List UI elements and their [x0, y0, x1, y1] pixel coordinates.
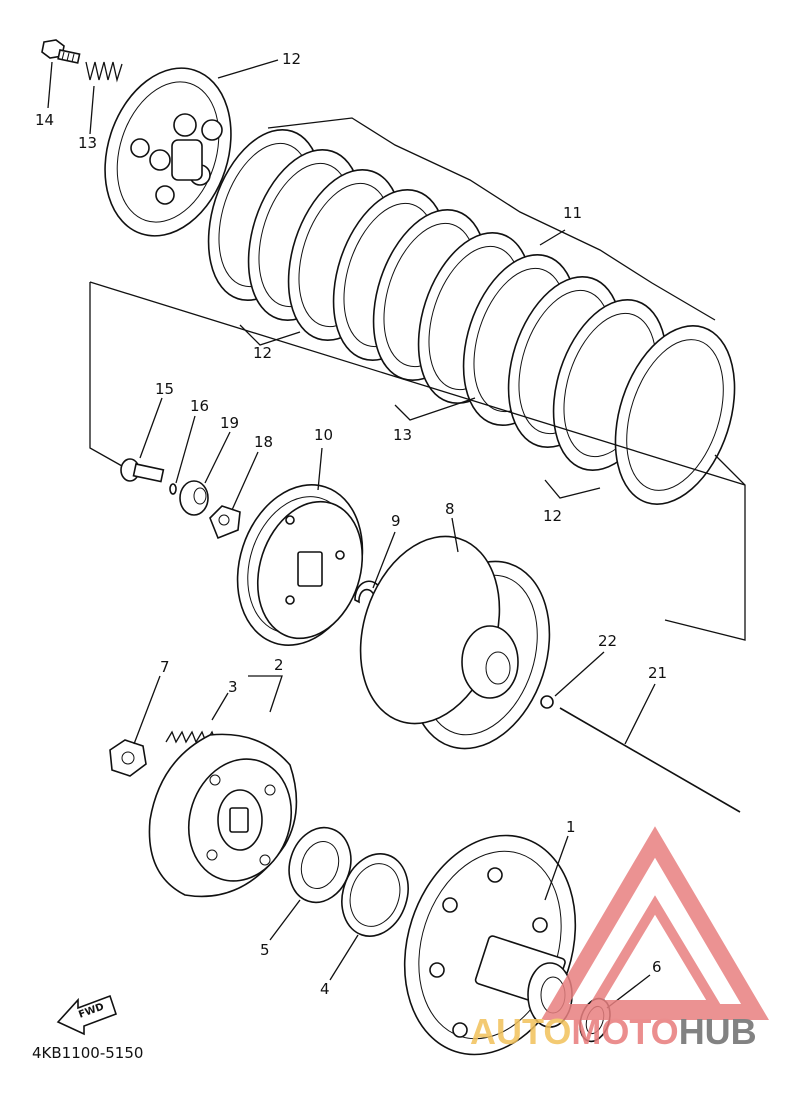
- part-label-1: 1: [566, 818, 576, 836]
- fwd-arrow-icon: FWD: [56, 994, 118, 1036]
- bolt-17: [120, 397, 165, 483]
- washer-18: [169, 415, 196, 495]
- clutch-boss-8: [359, 517, 551, 750]
- part-label-12-a: 12: [253, 344, 272, 362]
- part-label-5: 5: [260, 941, 270, 959]
- part-label-7: 7: [160, 658, 170, 676]
- watermark-logo: AUTOMOTOHUB: [470, 826, 769, 1052]
- push-rod-21: [559, 683, 741, 813]
- pressure-plate-14: [104, 59, 279, 237]
- part-label-17: 15: [155, 380, 174, 398]
- catalog-code: 4KB1100-5150: [32, 1044, 143, 1062]
- svg-text:AUTOMOTOHUB: AUTOMOTOHUB: [470, 1011, 757, 1052]
- part-label-11: 11: [563, 204, 582, 222]
- centrifugal-clutch-2: [148, 675, 298, 898]
- nut-7: [109, 675, 161, 777]
- clutch-plate-stack: [207, 117, 736, 505]
- part-label-13: 13: [393, 426, 412, 444]
- collar-20: [179, 431, 231, 516]
- one-way-clutch-4: [329, 853, 409, 981]
- part-label-14: 12: [282, 50, 301, 68]
- part-label-8: 8: [445, 500, 455, 518]
- watermark-text-auto: AUTO: [470, 1011, 571, 1052]
- leader-lines-12-13: [239, 229, 601, 499]
- lock-washer-19: [209, 451, 259, 540]
- bolt-16: [41, 39, 81, 109]
- triangle-logo-icon: [541, 826, 769, 1020]
- watermark-text-moto: MOTO: [571, 1011, 678, 1052]
- part-label-9: 9: [391, 512, 401, 530]
- gear-10: [236, 447, 364, 646]
- part-label-19: 18: [254, 433, 273, 451]
- part-label-10: 10: [314, 426, 333, 444]
- part-label-16: 14: [35, 111, 54, 129]
- part-label-20: 19: [220, 414, 239, 432]
- part-label-6: 6: [652, 958, 662, 976]
- watermark-text-hub: HUB: [679, 1011, 757, 1052]
- spring-15: [85, 61, 123, 135]
- part-label-21: 21: [648, 664, 667, 682]
- part-label-22: 22: [598, 632, 617, 650]
- part-label-15: 13: [78, 134, 97, 152]
- part-label-12-c: 12: [543, 507, 562, 525]
- part-label-2: 2: [274, 656, 284, 674]
- clutch-housing-1: [403, 834, 577, 1056]
- assembly-frame-lines: [89, 281, 746, 641]
- part-label-3: 3: [228, 678, 238, 696]
- part-label-18: 16: [190, 397, 209, 415]
- ball-22: [540, 651, 605, 709]
- part-label-4: 4: [320, 980, 330, 998]
